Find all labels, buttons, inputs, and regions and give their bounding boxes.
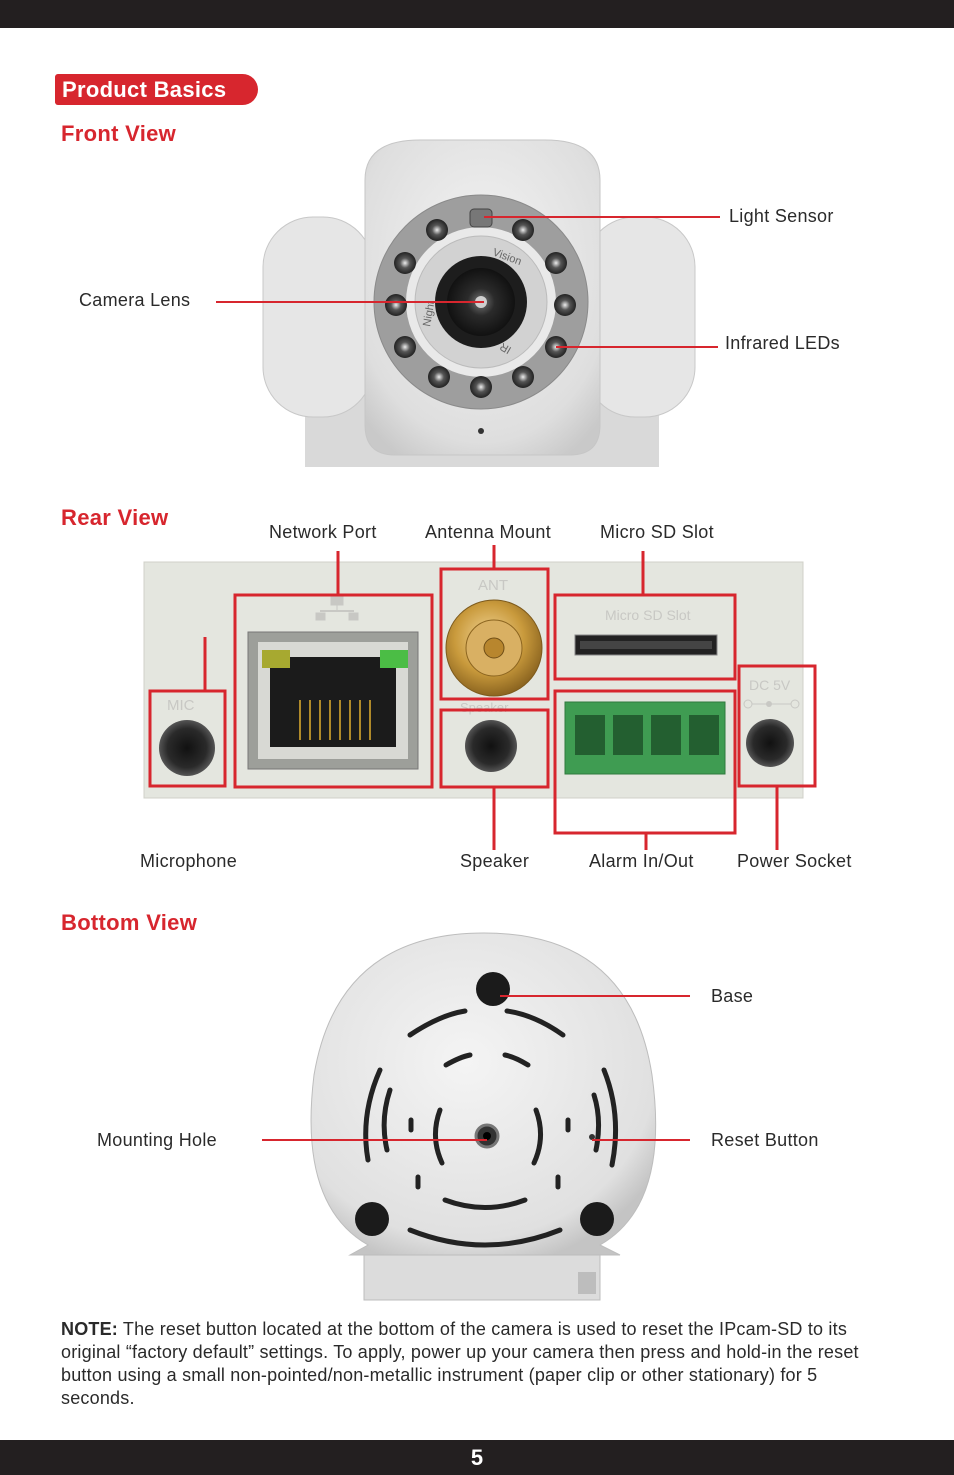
- label-mounting-hole: Mounting Hole: [97, 1130, 217, 1150]
- top-bar: [0, 0, 954, 28]
- rear-view-image: ANT Micro SD Slot DC 5V MIC Speaker: [143, 545, 817, 850]
- note-paragraph: NOTE: The reset button located at the bo…: [61, 1318, 891, 1410]
- panel-text-ant: ANT: [478, 577, 508, 594]
- label-base: Base: [711, 986, 754, 1006]
- panel-text-micro-sd: Micro SD Slot: [605, 607, 691, 623]
- label-micro-sd-slot: Micro SD Slot: [600, 522, 714, 542]
- front-view-title: Front View: [61, 121, 177, 146]
- ring-text-ir: IR: [498, 340, 514, 356]
- page-number: 5: [470, 1445, 484, 1470]
- infrared-led-ring: [385, 219, 576, 398]
- label-light-sensor: Light Sensor: [729, 206, 834, 226]
- label-power-socket: Power Socket: [737, 851, 852, 871]
- rear-view-title: Rear View: [61, 505, 169, 530]
- label-antenna-mount: Antenna Mount: [425, 522, 551, 542]
- page-footer: 5: [0, 1440, 954, 1475]
- ring-text-night: Night: [421, 300, 437, 327]
- panel-text-dc: DC 5V: [749, 677, 791, 693]
- bottom-view-title: Bottom View: [61, 910, 198, 935]
- label-speaker: Speaker: [460, 851, 530, 871]
- label-network-port: Network Port: [269, 522, 377, 542]
- label-microphone: Microphone: [140, 851, 238, 871]
- note-text: The reset button located at the bottom o…: [61, 1319, 859, 1408]
- panel-text-mic: MIC: [167, 697, 195, 714]
- label-camera-lens: Camera Lens: [79, 290, 191, 310]
- label-reset-button: Reset Button: [711, 1130, 819, 1150]
- section-badge: Product Basics: [55, 74, 258, 105]
- panel-text-speaker: Speaker: [460, 700, 509, 715]
- note-label: NOTE:: [61, 1319, 118, 1339]
- label-infrared-leds: Infrared LEDs: [725, 333, 840, 353]
- label-alarm: Alarm In/Out: [589, 851, 694, 871]
- bottom-view-image: [262, 932, 690, 1301]
- front-view-image: Vision Night IR: [216, 139, 720, 467]
